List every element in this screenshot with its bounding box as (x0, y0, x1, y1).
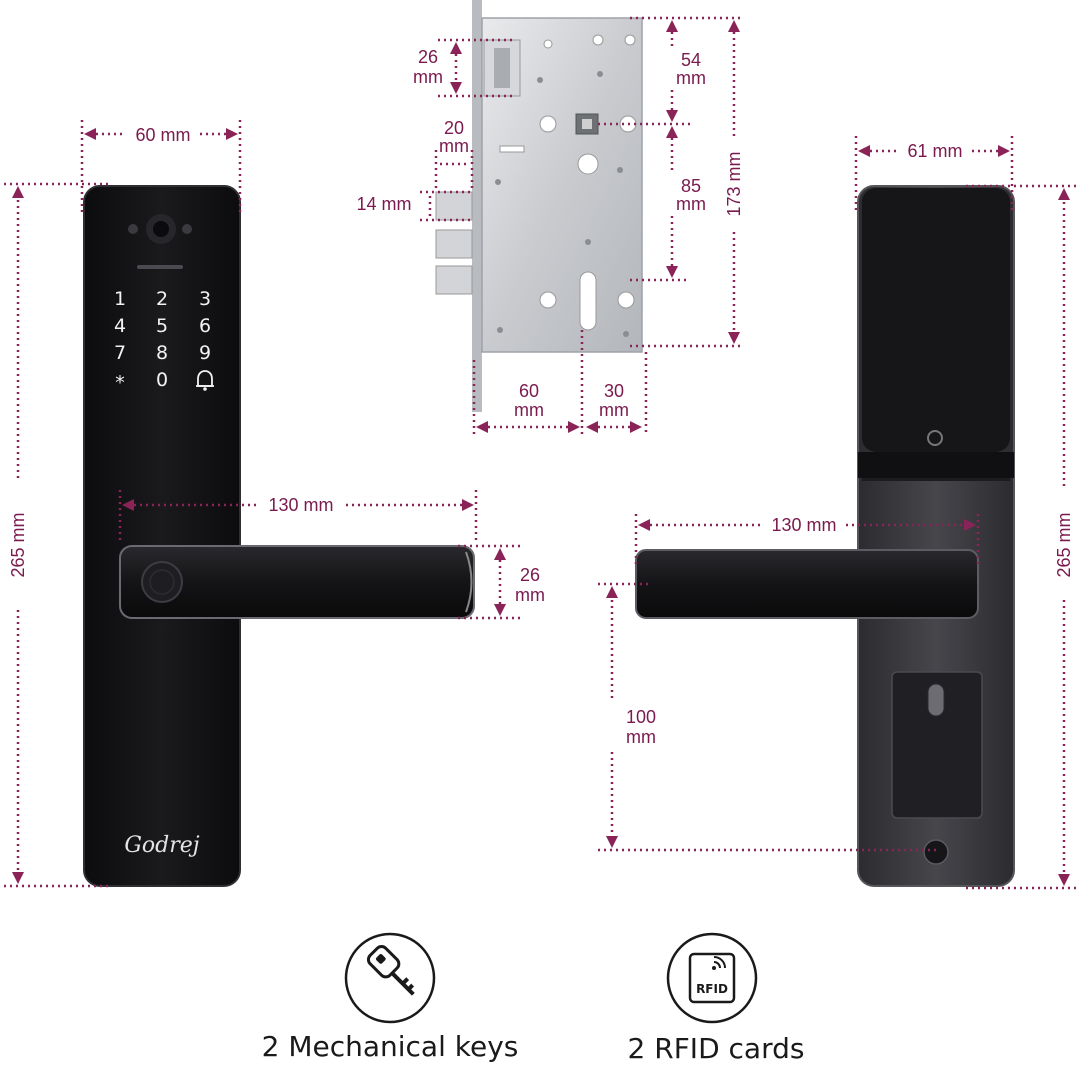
front-dimensions: 60 mm 265 mm 130 mm 26 mm (4, 120, 545, 888)
sensor-dot (128, 224, 138, 234)
key-1: 1 (114, 288, 126, 310)
back-dimensions: 61 mm 130 mm 265 mm 100 mm (598, 136, 1078, 890)
back-lock (635, 185, 1015, 887)
mortise-85-unit: mm (676, 194, 706, 214)
key-2: 2 (156, 288, 168, 310)
bell-icon (196, 370, 214, 391)
back-width-label: 61 mm (907, 141, 962, 161)
mortise-173-label: 173 mm (724, 151, 744, 216)
mortise-60-num: 60 (519, 381, 539, 401)
key-8: 8 (156, 342, 168, 364)
emergency-keyhole-icon (923, 839, 949, 865)
faceplate (472, 0, 482, 412)
key-4: 4 (114, 315, 126, 337)
rfid-card-label: RFID (696, 982, 728, 996)
latch-bolt (435, 191, 473, 221)
handle-height-unit: mm (515, 585, 545, 605)
mortise-54-unit: mm (676, 68, 706, 88)
mortise-30-unit: mm (599, 400, 629, 420)
key-5: 5 (156, 315, 168, 337)
back-100-num: 100 (626, 707, 656, 727)
reset-button-icon (927, 430, 943, 446)
key-0: 0 (156, 369, 168, 391)
back-100-unit: mm (626, 727, 656, 747)
dead-bolt-2 (435, 265, 473, 295)
key-6: 6 (199, 315, 211, 337)
mortise-85-num: 85 (681, 176, 701, 196)
key-7: 7 (114, 342, 126, 364)
front-height-label: 265 mm (8, 512, 28, 577)
mortise-lock-body (435, 0, 643, 412)
status-light (137, 265, 183, 269)
front-width-label: 60 mm (135, 125, 190, 145)
key-9: 9 (199, 342, 211, 364)
key-3: 3 (199, 288, 211, 310)
key-star: * (115, 372, 125, 394)
back-height-label: 265 mm (1054, 512, 1074, 577)
front-handle-length-label: 130 mm (268, 495, 333, 515)
mortise-20-num: 20 (444, 118, 464, 138)
keypad: 1 2 3 4 5 6 7 8 9 * 0 (114, 288, 214, 394)
thumb-turn-panel (891, 671, 983, 819)
thumb-turn-icon (927, 683, 945, 717)
rfid-cards-caption: 2 RFID cards (627, 1032, 805, 1065)
mortise-20-unit: mm (439, 136, 469, 156)
mortise-14-label: 14 mm (356, 194, 411, 214)
mortise-54-num: 54 (681, 50, 701, 70)
brand-logo: Godrej (124, 833, 199, 858)
mortise-dimensions: 26 mm 20 mm 14 mm 54 mm 85 mm 173 mm (356, 16, 744, 436)
mortise-top-num: 26 (418, 47, 438, 67)
key-icon (344, 932, 436, 1024)
cylinder-hole (579, 271, 597, 331)
rfid-card-icon: RFID (666, 932, 758, 1024)
handle-height-num: 26 (520, 565, 540, 585)
front-lock-body (84, 186, 240, 886)
fingerprint-sensor-icon (141, 561, 183, 603)
front-handle (119, 545, 475, 619)
battery-cover (862, 188, 1010, 452)
back-handle (635, 549, 979, 619)
back-handle-length-label: 130 mm (771, 515, 836, 535)
mortise-60-unit: mm (514, 400, 544, 420)
mortise-30-num: 30 (604, 381, 624, 401)
dead-bolt-1 (435, 229, 473, 259)
front-lock: 1 2 3 4 5 6 7 8 9 * 0 Godrej (83, 185, 475, 887)
mechanical-keys-caption: 2 Mechanical keys (261, 1030, 519, 1063)
mortise-top-unit: mm (413, 67, 443, 87)
